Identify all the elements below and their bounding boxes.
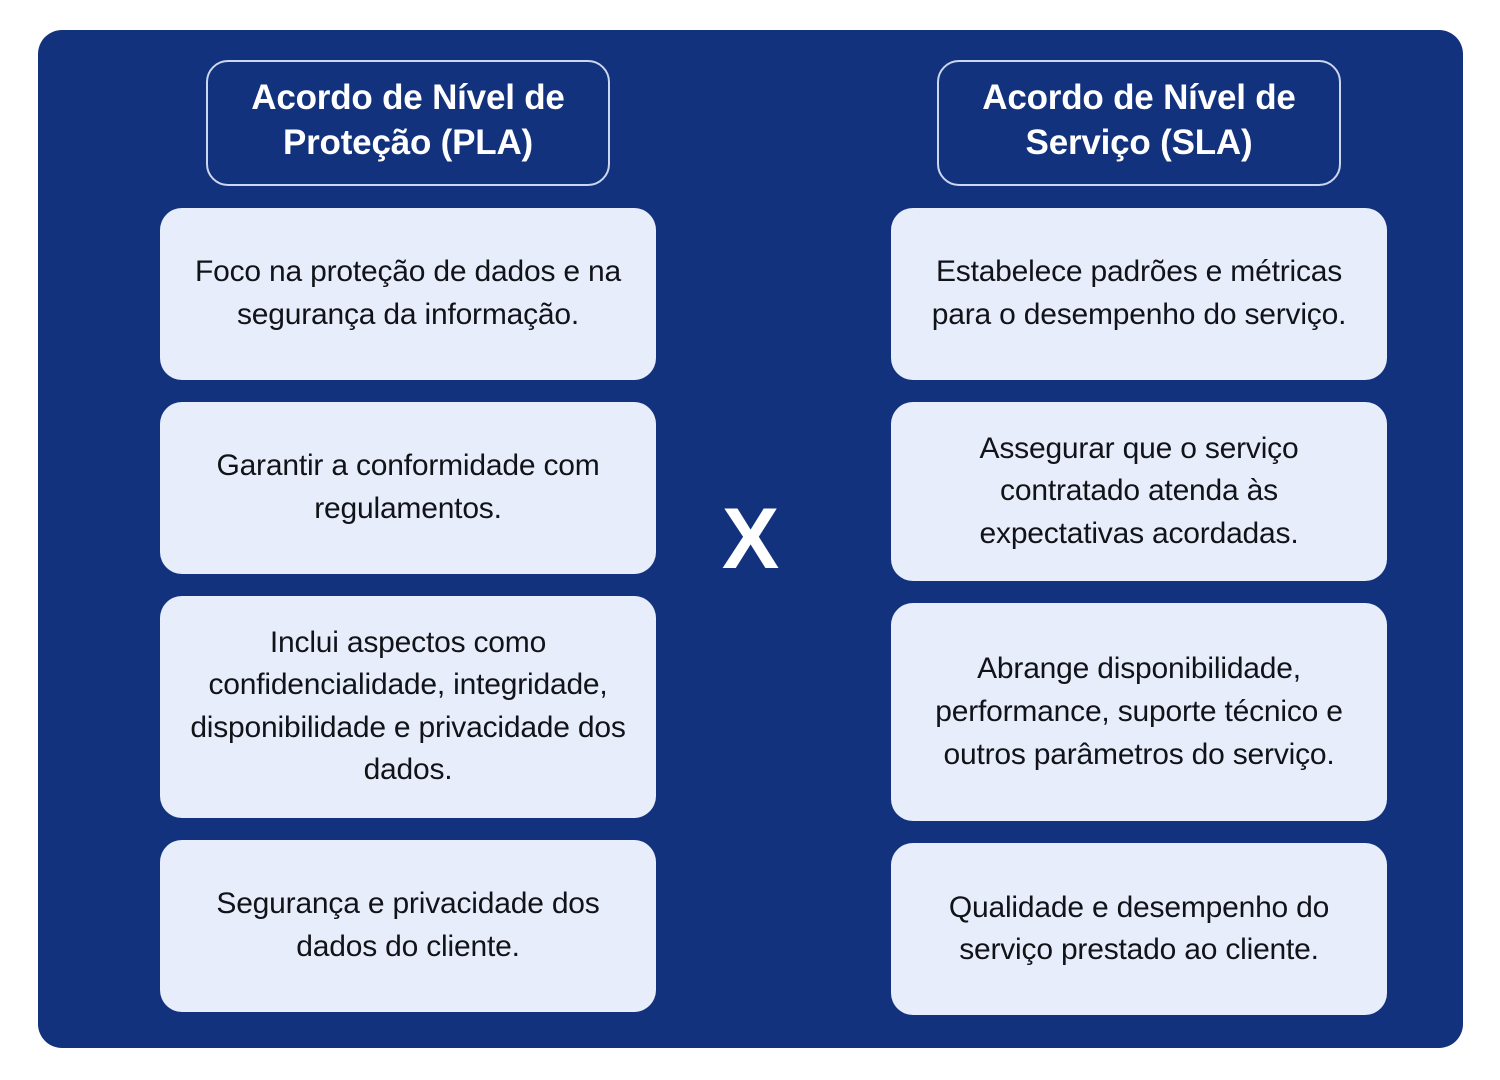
diagram-panel: Acordo de Nível de Proteção (PLA) Foco n…	[38, 30, 1463, 1048]
card-pla-2: Garantir a conformidade com regulamentos…	[160, 401, 656, 574]
card-sla-2: Assegurar que o serviço contratado atend…	[891, 401, 1387, 582]
card-sla-3: Abrange disponibilidade, performance, su…	[891, 603, 1387, 822]
versus-separator: X	[721, 491, 780, 587]
column-header-pla: Acordo de Nível de Proteção (PLA)	[206, 60, 610, 186]
column-header-sla: Acordo de Nível de Serviço (SLA)	[937, 60, 1341, 186]
column-pla: Acordo de Nível de Proteção (PLA) Foco n…	[160, 60, 656, 1012]
column-sla: Acordo de Nível de Serviço (SLA) Estabel…	[891, 60, 1387, 1016]
card-sla-1: Estabelece padrões e métricas para o des…	[891, 207, 1387, 380]
card-pla-3: Inclui aspectos como confidencialidade, …	[160, 595, 656, 818]
card-list-sla: Estabelece padrões e métricas para o des…	[891, 207, 1387, 1016]
card-list-pla: Foco na proteção de dados e na segurança…	[160, 207, 656, 1012]
card-sla-4: Qualidade e desempenho do serviço presta…	[891, 843, 1387, 1016]
columns-container: Acordo de Nível de Proteção (PLA) Foco n…	[38, 30, 1463, 1048]
card-pla-1: Foco na proteção de dados e na segurança…	[160, 207, 656, 380]
card-pla-4: Segurança e privacidade dos dados do cli…	[160, 839, 656, 1012]
